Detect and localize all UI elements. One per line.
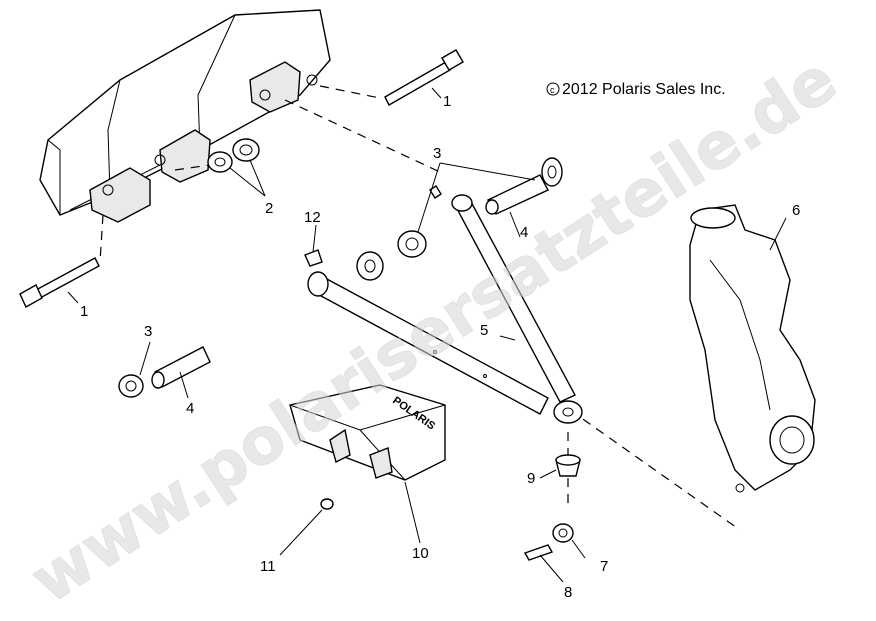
- callout-ball-joint-cap: 9: [527, 470, 535, 487]
- upper-bushings: [397, 157, 563, 258]
- callout-bolt-left: 1: [80, 303, 88, 320]
- callout-sleeve-left: 4: [186, 400, 194, 417]
- copyright-symbol: c: [550, 85, 555, 95]
- copyright-circle: [546, 82, 560, 96]
- copyright-notice: c 2012 Polaris Sales Inc.: [546, 81, 726, 98]
- ball-joint-hardware: [523, 454, 581, 561]
- flange-nuts: [207, 138, 260, 173]
- callout-grease-fitting: 12: [304, 209, 321, 226]
- assembly-lines: [99, 85, 741, 531]
- callout-sleeve-upper: 4: [520, 224, 528, 241]
- bolt-left: [19, 257, 100, 308]
- screw: [320, 498, 334, 510]
- spindle: [689, 204, 816, 493]
- callout-screw: 11: [260, 558, 276, 575]
- frame-bracket: [39, 9, 331, 223]
- callout-bolt-top: 1: [443, 93, 451, 110]
- grease-fitting: [304, 249, 323, 267]
- callout-bushing-upper: 3: [433, 145, 441, 162]
- callout-castle-nut: 7: [600, 558, 608, 575]
- copyright-text: 2012 Polaris Sales Inc.: [562, 81, 726, 98]
- callout-nuts: 2: [265, 200, 273, 217]
- callout-bushing-left: 3: [144, 323, 152, 340]
- a-arm: [307, 194, 583, 424]
- callout-labels: 1 1 2 3 3 4 4 5 6 7 8 9 10 11 12: [80, 93, 800, 601]
- callout-spindle: 6: [792, 202, 800, 219]
- leader-lines: [67, 87, 787, 583]
- left-bushing-sleeve: [118, 346, 211, 398]
- callout-a-arm: 5: [480, 322, 488, 339]
- callout-skid-plate: 10: [412, 545, 429, 562]
- callout-cotter-pin: 8: [564, 584, 572, 601]
- skid-plate: POLARIS: [289, 384, 446, 481]
- bolt-top: [384, 49, 464, 106]
